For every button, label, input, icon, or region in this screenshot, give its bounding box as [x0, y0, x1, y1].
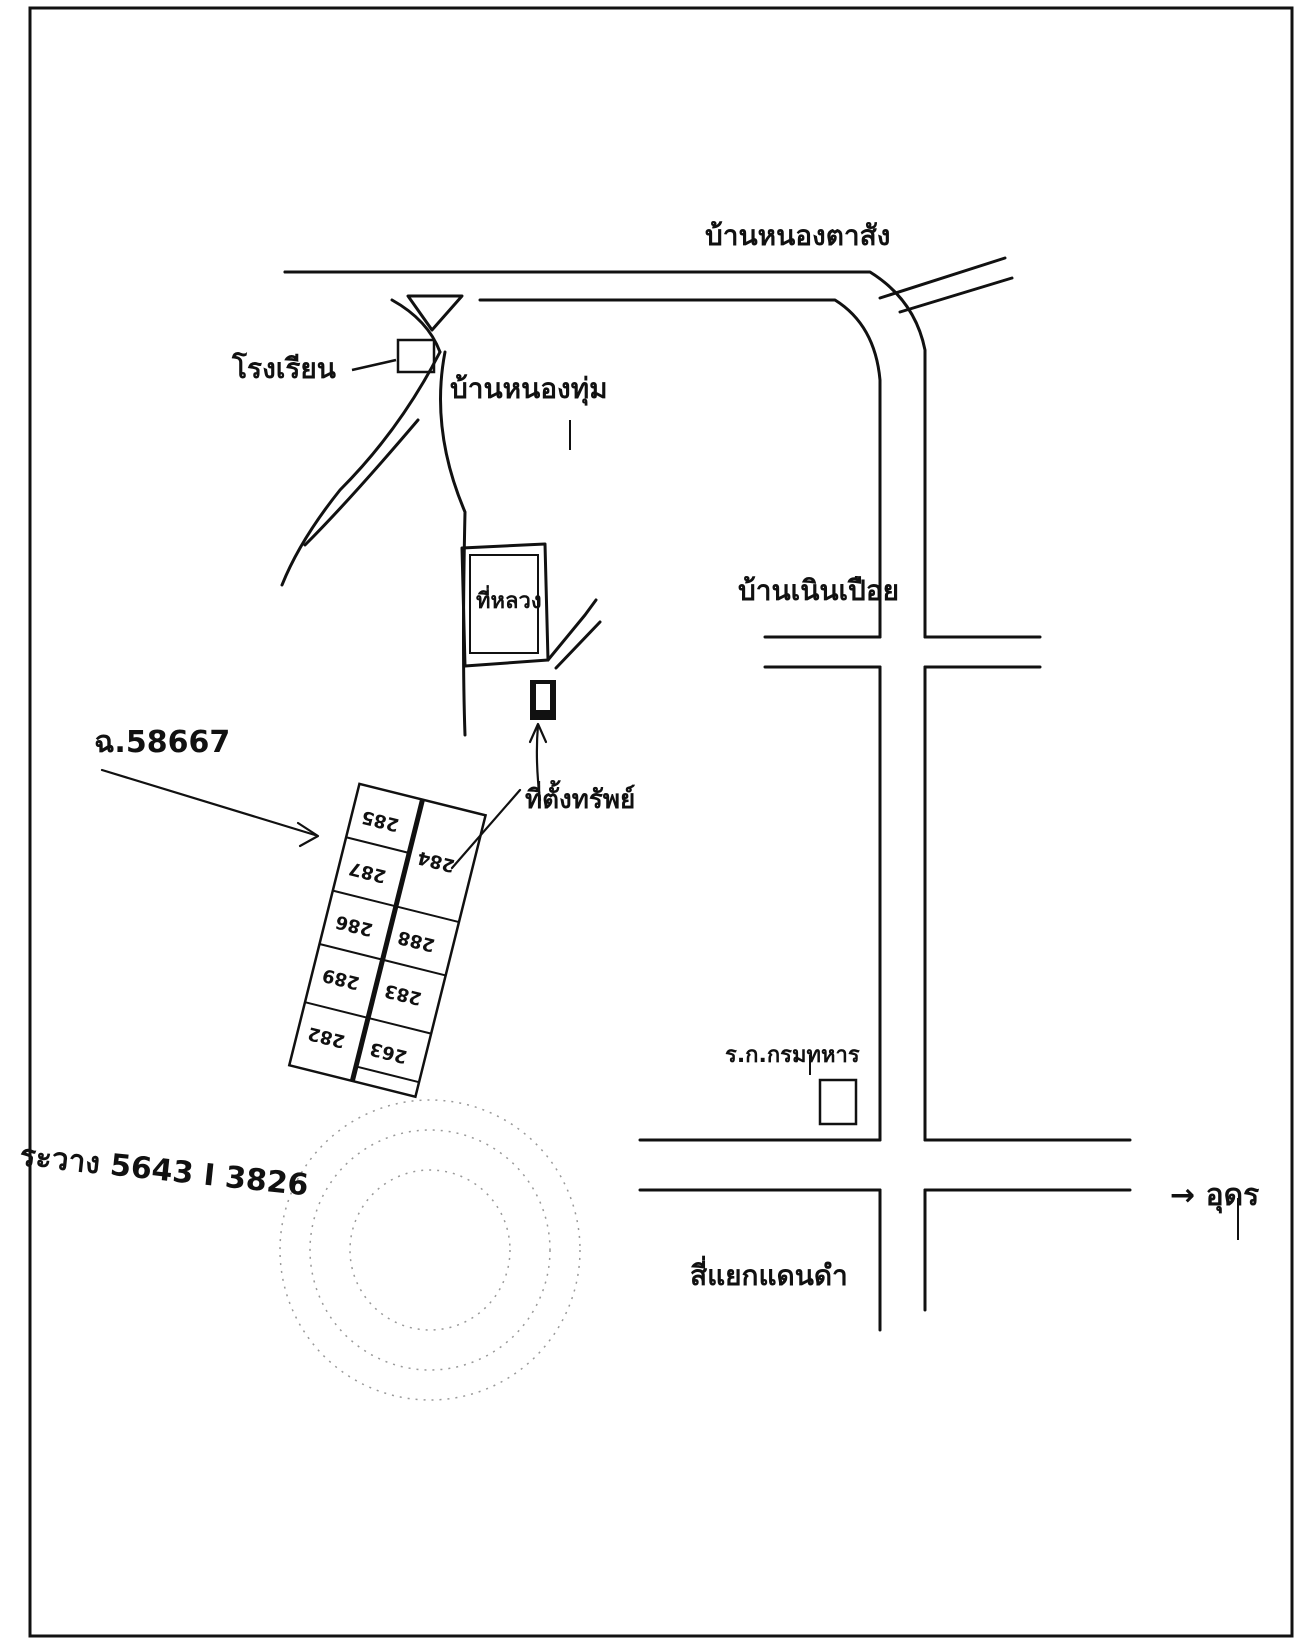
- parcel-286: 286: [333, 911, 375, 940]
- faded-seal: [279, 1099, 581, 1401]
- triangle-junction: [406, 294, 464, 332]
- right-road-network: [638, 618, 1132, 1332]
- page-frame: [28, 6, 1294, 1638]
- school-icon: [396, 338, 436, 374]
- parcel-284: 284: [415, 847, 457, 876]
- public-land-block: [460, 542, 602, 670]
- arrow-to-parcels: [450, 788, 522, 870]
- northeast-road: [878, 256, 1014, 314]
- label-ban-noen-poei: บ้านเนินเปือย: [738, 574, 899, 607]
- parcel-263: 263: [368, 1038, 410, 1067]
- deed-arrow-head: [296, 821, 320, 848]
- label-deed-number: ฉ.58667: [94, 725, 230, 760]
- health-station-box: [818, 1078, 858, 1126]
- parcel-287: 287: [347, 857, 389, 886]
- label-school: โรงเรียน: [231, 351, 336, 385]
- label-coordinates: ระวาง 5643 I 3826: [18, 1138, 310, 1203]
- building-icon: [530, 680, 556, 720]
- deed-arrow: [100, 768, 317, 837]
- label-public-land: ที่หลวง: [476, 584, 542, 614]
- label-health-station: ร.ก.กรมทหาร: [725, 1043, 860, 1068]
- parcel-282: 282: [306, 1022, 348, 1051]
- label-junction: สี่แยกแดนดำ: [690, 1255, 848, 1292]
- label-property-lot: ที่ตั้งทรัพย์: [525, 779, 635, 815]
- parcel-288: 288: [396, 926, 438, 955]
- southwest-road: [280, 350, 467, 737]
- junction-curve: [390, 298, 442, 354]
- label-ban-nong-pho: บ้านหนองทุ่ม: [450, 372, 608, 406]
- school-pointer: [351, 358, 397, 372]
- label-direction-udon: → อุดร: [1170, 1178, 1259, 1214]
- label-ban-nong-ta-sang: บ้านหนองตาสัง: [705, 219, 890, 252]
- arrow-to-building: [535, 723, 542, 802]
- parcel-grid: 285 287 284 286 288 289 283 282 263: [287, 782, 488, 1099]
- arrow-to-building-head: [528, 722, 548, 744]
- parcel-285: 285: [360, 806, 402, 835]
- parcel-289: 289: [320, 964, 362, 993]
- parcel-283: 283: [382, 979, 424, 1008]
- top-road: [283, 270, 927, 639]
